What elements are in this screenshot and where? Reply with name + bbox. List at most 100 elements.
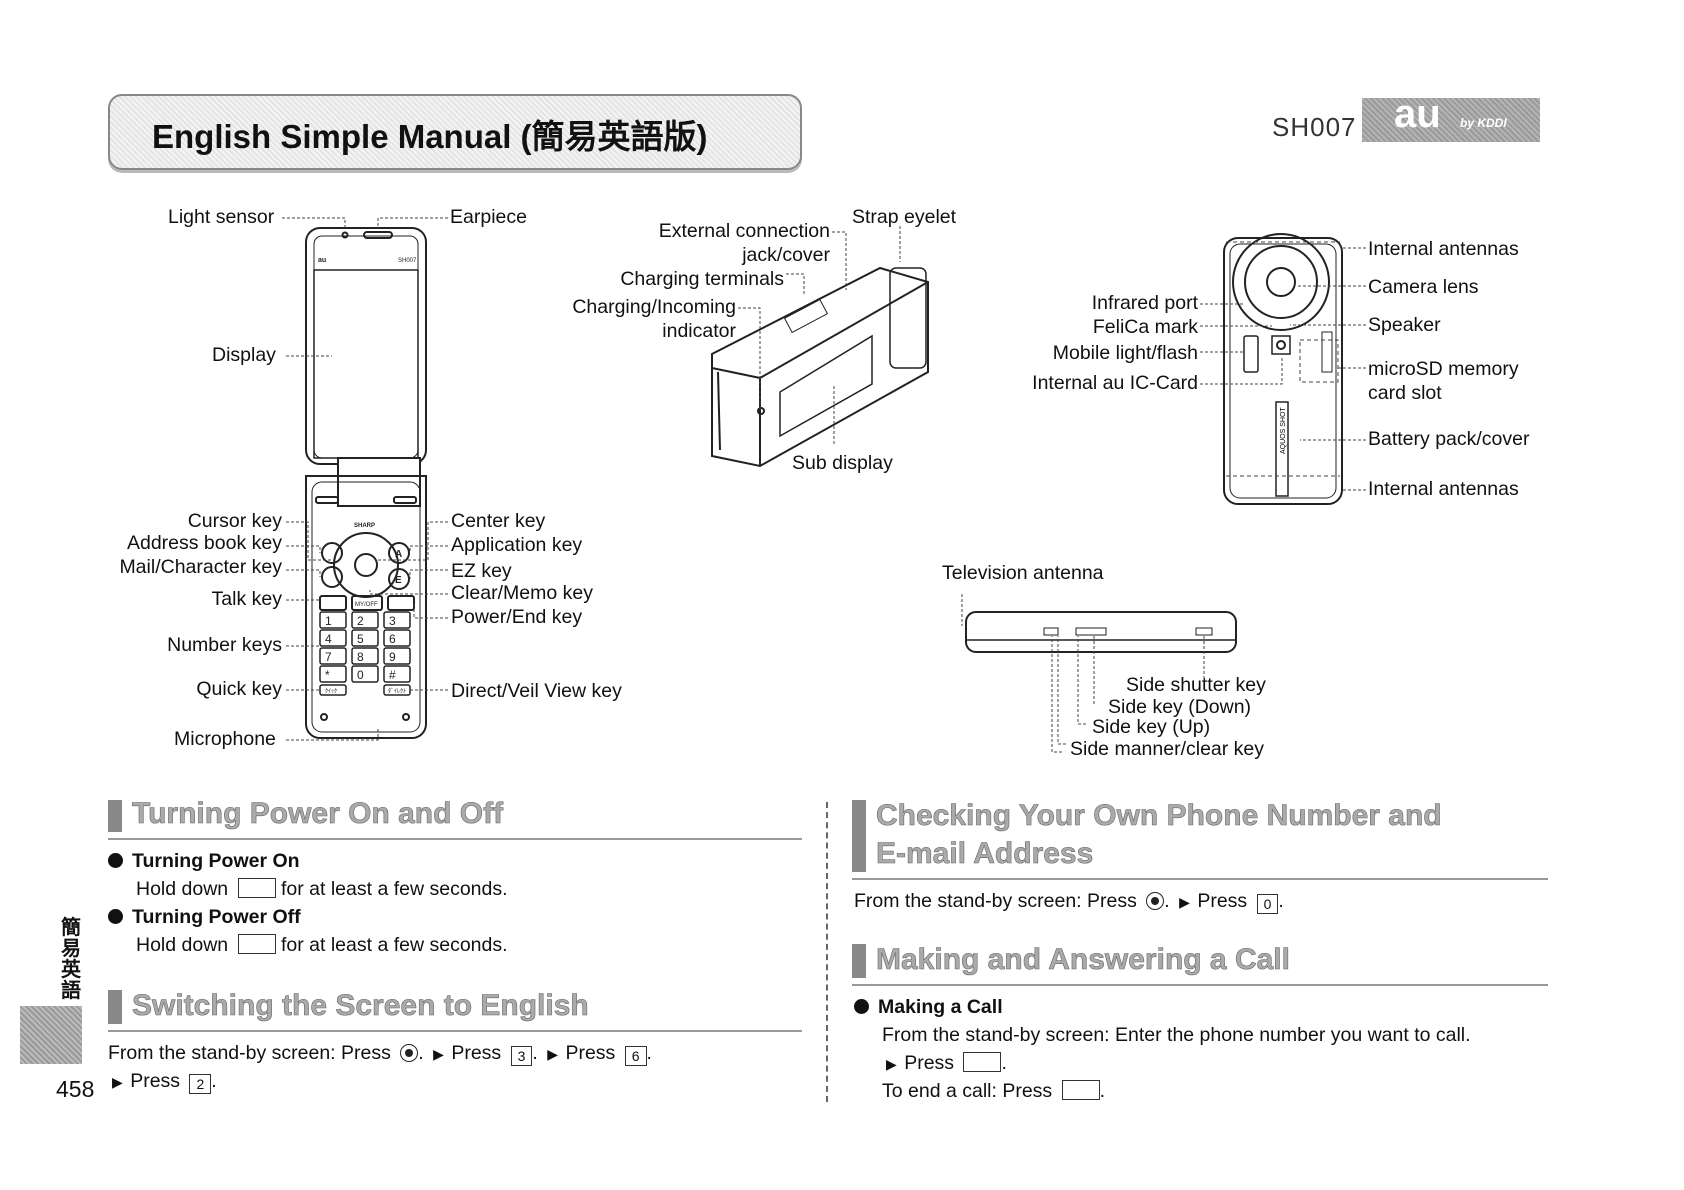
power-on-text: Hold down for at least a few seconds. [136,878,508,900]
english-steps-line1: From the stand-by screen: Press . ▶ Pres… [108,1042,652,1066]
label-infrared-port: Infrared port [1091,292,1198,314]
label-address-book-key: Address book key [126,532,282,554]
label-side-manner: Side manner/clear key [1070,738,1265,760]
section-english-title: Switching the Screen to English [132,989,589,1023]
label-clear-memo-key: Clear/Memo key [451,582,593,604]
bullet-icon [108,853,123,868]
side-leader-lines [738,226,901,444]
power-end-key-icon [237,878,276,898]
key-2: 2 [357,614,364,628]
column-divider [826,802,828,1102]
label-internal-antennas-bottom: Internal antennas [1368,478,1519,500]
english-steps-line2: ▶ Press 2. [112,1070,217,1094]
key-1: 1 [325,614,332,628]
label-center-key: Center key [451,510,546,532]
key-7: 7 [325,650,332,664]
label-external-connection: External connection [658,220,830,242]
key-9: 9 [389,650,396,664]
making-call-line2: ▶ Press . [886,1052,1007,1074]
label-battery-pack: Battery pack/cover [1368,428,1530,450]
label-application-key: Application key [451,534,583,556]
side-phone-drawing [711,266,929,468]
own-number-steps: From the stand-by screen: Press . ▶ Pres… [854,890,1284,914]
power-end-key-icon [1061,1080,1100,1100]
section-bar [852,944,866,978]
end-call-line: To end a call: Press . [882,1080,1106,1102]
bullet-icon [854,999,869,1014]
label-charging-terminals: Charging terminals [620,268,784,290]
mymenu-key-text: MY/OFF [355,602,378,608]
making-call-line1: From the stand-by screen: Enter the phon… [882,1024,1471,1046]
front-leader-lines [282,217,448,741]
page-title: English Simple Manual (簡易英語版) [152,118,708,155]
section-own-number-header: Checking Your Own Phone Number and E-mai… [852,799,1548,880]
section-bar [108,800,122,832]
step-arrow-icon: ▶ [112,1074,123,1090]
label-ez-key: EZ key [451,560,512,582]
section-bar [108,990,122,1024]
label-quick-key: Quick key [196,678,282,700]
power-end-key-icon [237,934,276,954]
bottom-leader-lines [961,594,1205,753]
back-brand-text: AQUOS SHOT [1280,407,1287,454]
label-mail-character-key: Mail/Character key [119,556,282,578]
front-phone-drawing [305,227,427,739]
label-camera-lens: Camera lens [1368,276,1479,298]
section-power-header: Turning Power On and Off [108,797,802,840]
label-side-shutter: Side shutter key [1126,674,1266,696]
label-side-up: Side key (Up) [1092,716,1211,738]
power-on-heading: Turning Power On [108,850,300,873]
label-jack-cover: jack/cover [742,244,830,266]
section-english-header: Switching the Screen to English [108,989,802,1032]
label-direct-veil-view-key: Direct/Veil View key [451,680,622,702]
page-number: 458 [56,1076,95,1102]
label-talk-key: Talk key [211,588,282,610]
talk-key-icon [963,1052,1002,1072]
label-microsd-1: microSD memory [1368,358,1519,380]
side-tab-marker [20,1006,82,1064]
maker-logo: SHARP [354,523,375,529]
label-internal-ic-card: Internal au IC-Card [1032,372,1198,394]
key-4: 4 [325,632,332,646]
key-3-icon: 3 [510,1046,533,1066]
section-power-title: Turning Power On and Off [132,797,504,831]
label-power-end-key: Power/End key [451,606,583,628]
label-charging-incoming: Charging/Incoming [572,296,736,318]
key-6-icon: 6 [624,1046,647,1066]
step-arrow-icon: ▶ [886,1056,897,1072]
section-call-title: Making and Answering a Call [876,943,1291,977]
key-5: 5 [357,632,364,646]
label-microphone: Microphone [174,728,276,750]
label-microsd-2: card slot [1368,382,1442,404]
key-8: 8 [357,650,364,664]
label-tv-antenna: Television antenna [942,562,1104,584]
brand-logo-text: au [1394,92,1441,136]
key-star: * [325,668,330,682]
label-internal-antennas-top: Internal antennas [1368,238,1519,260]
bottom-phone-drawing [965,611,1237,653]
label-display: Display [212,344,276,366]
label-sub-display: Sub display [792,452,893,474]
making-call-heading: Making a Call [854,996,1003,1019]
label-earpiece: Earpiece [450,206,527,228]
front-model-text: SH007 [398,258,417,264]
section-own-number-title-1: Checking Your Own Phone Number and [876,799,1442,833]
back-phone-drawing [1223,233,1343,505]
center-key-icon [1146,892,1165,910]
model-name: SH007 [1272,112,1357,142]
side-tab-label: 簡易英語 [61,917,81,1002]
title-banner: English Simple Manual (簡易英語版) [108,94,802,170]
power-off-text: Hold down for at least a few seconds. [136,934,508,956]
direct-key-text: ﾀﾞｲﾚｸﾄ [388,688,406,695]
label-cursor-key: Cursor key [187,510,282,532]
key-3: 3 [389,614,396,628]
bullet-icon [108,909,123,924]
label-side-down: Side key (Down) [1108,696,1252,718]
section-own-number-title-2: E-mail Address [876,837,1094,871]
key-0: 0 [357,668,364,682]
label-strap-eyelet: Strap eyelet [852,206,957,228]
step-arrow-icon: ▶ [547,1046,559,1062]
brand-logo-sub: by KDDI [1460,116,1507,130]
